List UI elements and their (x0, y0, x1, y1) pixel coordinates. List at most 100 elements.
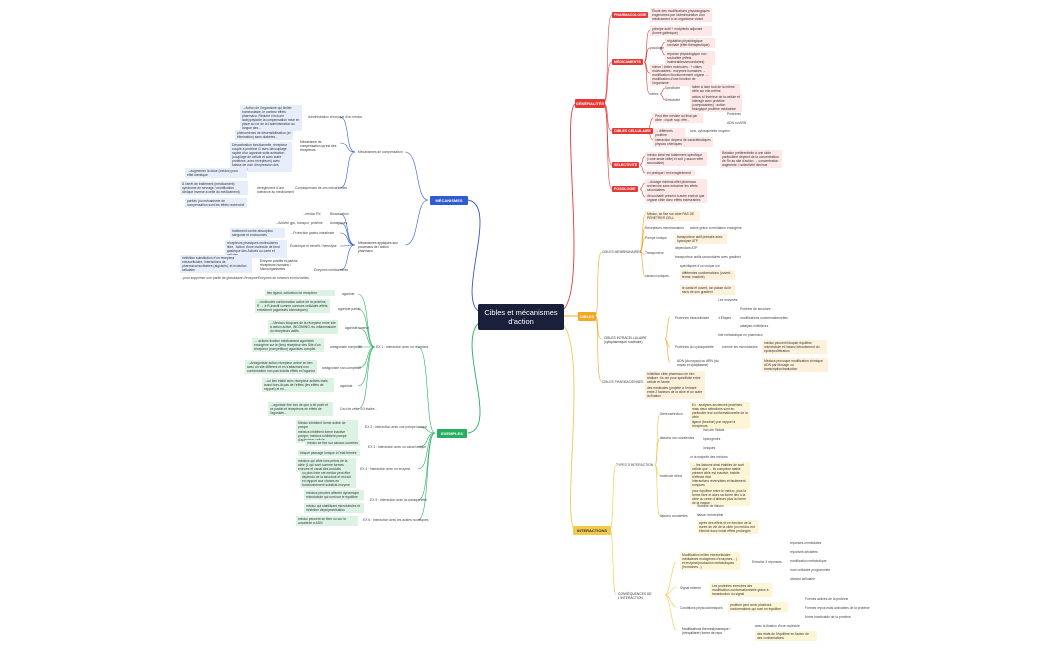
branch-interactions[interactable]: INTERACTIONS (573, 526, 611, 535)
bio-item-4: Évolutique et benefit / hémolyse (290, 244, 337, 248)
intra-prot-enzymes: Les enzymes (718, 298, 738, 302)
membranaires-transporteur: Transporteur (645, 251, 664, 255)
ex1-item-8: →agoniste fixé lors de que à tel point e… (268, 402, 333, 416)
intra-proteines: Protéines intracellulaire (675, 316, 710, 320)
ex1-agoniste-partiel: agoniste (340, 384, 353, 388)
liaisons-vdw: Van der Waals (703, 428, 725, 432)
modif2-item-1: avec la fixation d'une molécule (755, 624, 800, 628)
conseq-modif2: Modifications thermodynamique / (rééquil… (682, 627, 731, 635)
physico-item-1: Formes actives de la protéine (805, 597, 849, 601)
node-selectivite[interactable]: SÉLECTIVITÉ (612, 162, 640, 168)
irrev-item-2: liaison irréversible (697, 513, 724, 517)
conseq-physico-text: protéine peut avoir plusieurs conformati… (728, 602, 788, 612)
cibles-cell-ions: ions, cytosquelette moyens (690, 129, 730, 133)
conseq-physico: Conditions physicochimiques (680, 606, 723, 610)
types-stereo: Stéréosélection (660, 412, 683, 416)
physico-item-3: forme inactivable de la protéine (805, 615, 851, 619)
meca-item-2: Désactivation fonctionnelle, récepteur c… (230, 142, 292, 172)
node-ex6[interactable]: EX 6 : Interaction avec les acides nuclé… (363, 518, 429, 522)
bio-items2-3: Enzyme positifs et parfois récepteurs hu… (260, 259, 298, 271)
cibles-cell-proteines: Protéines (727, 112, 741, 116)
cibles-cell-adn: ADN ou ARN (727, 121, 747, 125)
bio-sub-2: Antalgiques (330, 221, 348, 225)
intra-prot-catalyse: catalyse-inhibiteurs (740, 324, 769, 328)
node-ex1[interactable]: EX 1 : Interaction avec un récepteur (376, 345, 429, 349)
node-cibles-membranaires[interactable]: CIBLES MEMBRANAIRES (602, 250, 642, 254)
canaux-sub-3: le canal et ouvert, ion passe du le sens… (680, 285, 735, 295)
branch-generalites[interactable]: GÉNÉRALITÉS (575, 99, 605, 108)
cov-item-4: pour équilibre entre le médoc, plus la f… (690, 488, 750, 506)
root-node[interactable]: Cibles et mécanismes d'action (478, 304, 564, 330)
posologie-text-2: dit souhaité présent à autre endroit que… (645, 193, 707, 203)
ex5-item-1: médocs peuvent affecter dynamique microt… (304, 490, 364, 500)
liaisons-hydrogene: hydrogènes (703, 437, 721, 441)
irrev-item-3: après des effets et en fonction de la du… (697, 520, 759, 534)
membranaires-canaux: canaux ioniques (645, 274, 669, 278)
conseq-signal-text: Les protéines exercées des modification … (710, 583, 772, 597)
bio-sub-1: Bioactivation (330, 212, 349, 216)
intra-cyto-text: médoc peuvent bloquer équilibre microtub… (762, 340, 827, 354)
bio-item-5: Enzymes médicaments (314, 268, 349, 272)
ex6-item-1: médoc peuvent se fixer ou sur la covalen… (296, 516, 358, 526)
medicaments-item-2: régulation physiologique normale (effet … (665, 38, 715, 48)
posologie-text-1: →dosage minimal effet pharmaco recherche… (645, 179, 707, 193)
intra-prot-modif: modifications conformationnelles (740, 316, 788, 320)
node-ex5[interactable]: EX 5 : Interaction avec la cytosquelette (370, 498, 427, 502)
ex1-antagoniste-nc: antagoniste non-compétitif (322, 366, 361, 370)
intra-prot-role: rôle métabolique en pharmaco (718, 333, 763, 337)
modif-reponse-5: division cellulaire (790, 577, 815, 581)
cibles-cell-text-1: Peut être médiée au final par cible : ci… (653, 113, 703, 123)
node-compensation[interactable]: Mécanismes de compensation (358, 150, 403, 154)
cons-item-3: parfois (ou mécanisme de compensation so… (185, 198, 247, 208)
branch-exemples[interactable]: EXEMPLES (437, 429, 467, 438)
bio-item-1: →médoc RX (302, 212, 321, 216)
meca-item-1: phénomènes de désensibilisation (et élim… (235, 130, 293, 140)
node-cibles-pharmaciennes[interactable]: CIBLES PHARMACIENNES (602, 380, 644, 384)
intra-prot-etapes: 4 Étapes (718, 316, 732, 320)
ex1-item-5: →Antagoniste action récepteur activé en … (245, 360, 317, 374)
node-ex4[interactable]: EX 4 : Interaction avec un enzyme (360, 467, 411, 471)
node-pharmacologie[interactable]: PHARMACOLOGIE (612, 12, 649, 18)
bio-endogen: Enzymes de tumeurs et microvilles (258, 276, 309, 280)
liaisons-ioniques: ioniques (703, 446, 716, 450)
node-posologie[interactable]: POSOLOGIE (612, 186, 638, 192)
pharmacologie-definition: Étude des modifications physiologiques e… (650, 8, 712, 22)
selectivite-label: Sélectivité (665, 98, 681, 102)
node-ex2[interactable]: EX 2 : Interaction avec une pompe ioniqu… (365, 425, 428, 429)
intra-adn-text: Médocs provoque modification chimique AD… (762, 358, 828, 372)
membranaires-pompe-sub: transporteur actif primaire avec hydroly… (675, 234, 727, 244)
compensation-admin-text: →Action de l'organisme qui limiter homéo… (240, 105, 302, 131)
ex1-item-6: →un lien établi avec récepteur activés m… (262, 378, 334, 392)
node-cibles-cellulaire[interactable]: CIBLES CELLULAIRE (612, 128, 653, 134)
node-ex3[interactable]: EX 3 : Interaction avec un canal ionique (368, 445, 427, 449)
compensation-consequences: Conséquences de ces mécanismes (295, 186, 348, 190)
specificite-text: faible si liant tout de la même cible su… (690, 84, 740, 94)
transporteur-sub-1: dépendant ATP (675, 246, 698, 250)
modif-reponse-3: modification métabolique (790, 559, 827, 563)
node-medicaments[interactable]: MÉDICAMENTS (612, 59, 643, 65)
ex1-antagoniste: antagoniste compétitif (330, 345, 363, 349)
pharmaciennes-text-1: Inhibition cible pharmaco ne rien réalis… (645, 371, 705, 385)
membranaires-item-1: Médoc, se fixe sur cible PAS DE PÉNÉTRER… (645, 211, 700, 221)
stereo-item-1: Ex : analyses anciennes protéines mais d… (690, 402, 750, 420)
branch-mecanismes[interactable]: MÉCANISMES (430, 196, 468, 205)
node-cibles-intracellulaire[interactable]: CIBLES INTRACELLULAIRE (cytoplasmique/ n… (604, 336, 647, 344)
ex1-item-1: lien ligand, activation de récepteur (265, 290, 335, 296)
membranaires-pompe: Pompe ionique (645, 236, 667, 240)
node-bioactivite[interactable]: Mécanismes appliqués aux processus de l'… (358, 241, 398, 253)
modif-reponse-2: réponses décalées (790, 550, 818, 554)
types-liaisons-covalentes: liaisons covalentes (660, 514, 688, 518)
node-types-interaction[interactable]: TYPES D'INTERACTION (616, 463, 654, 467)
compensation-mecanisme: Mécanisme de compensation qu'est des réc… (300, 140, 337, 152)
ex1-agoniste-endogene: agoniste partiel (338, 307, 361, 311)
cibles-cell-text-6: interaction dépend de caractéristiques p… (653, 137, 713, 147)
bio-items2-4: inhibition substitution d'un récepteur e… (180, 255, 252, 273)
cons-item-2: À l'arrêt de traitement (médicament) syn… (180, 181, 248, 195)
medicaments-item-1: principe actif + excipients adjuvant (fo… (650, 26, 712, 36)
intra-cytosquelette: Protéines du cytosquelette (675, 345, 714, 349)
intra-prot-structure: Protéine de structure (740, 307, 771, 311)
ex3-item-2: bloque passage ionique à l'état fermés (298, 450, 360, 456)
cov-item-1: or la majorité des médocs (690, 455, 728, 459)
branch-cibles[interactable]: CIBLES (578, 312, 596, 321)
node-consequences[interactable]: CONSÉQUENCES DE L'INTERACTION (618, 592, 652, 600)
